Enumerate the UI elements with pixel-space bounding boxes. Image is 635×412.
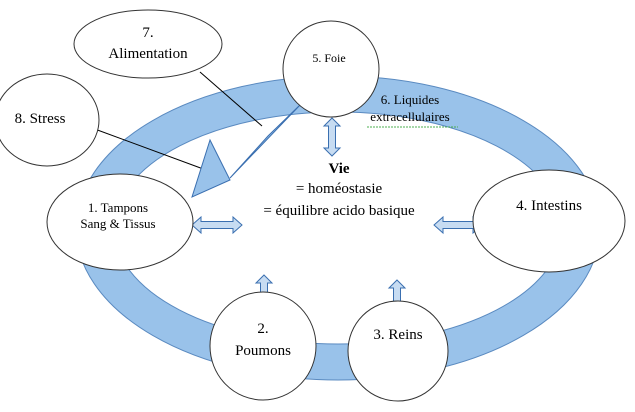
stress-connector <box>91 127 207 171</box>
poumons-node <box>209 291 317 401</box>
alimentation-inflow-triangle <box>229 102 303 179</box>
poumons-number: 2. <box>257 321 268 337</box>
center-line2: = équilibre acido basique <box>263 203 415 219</box>
liquides-line2: extracellulaires <box>370 109 449 124</box>
center-line1: = homéostasie <box>296 181 383 197</box>
foie-label: 5. Foie <box>312 51 345 65</box>
tampons-double-arrow <box>191 215 243 235</box>
alimentation-connector <box>199 71 263 127</box>
intestins-node <box>472 169 626 273</box>
stress-node <box>0 73 100 167</box>
intestins-label: 4. Intestins <box>516 198 582 214</box>
alimentation-number: 7. <box>142 25 153 41</box>
foie-double-arrow <box>322 117 342 157</box>
alimentation-node <box>73 9 223 79</box>
tampons-line2: Sang & Tissus <box>80 216 155 231</box>
foie-node <box>282 20 380 118</box>
alimentation-label: Alimentation <box>108 46 188 62</box>
stress-label: 8. Stress <box>15 111 66 127</box>
tampons-node <box>46 173 194 271</box>
center-title: Vie <box>328 161 349 177</box>
tampons-line1: 1. Tampons <box>88 200 148 215</box>
poumons-label: Poumons <box>235 343 291 359</box>
reins-node <box>347 300 449 402</box>
liquides-line1: 6. Liquides <box>381 92 440 107</box>
reins-label: 3. Reins <box>373 327 422 343</box>
stress-inflow-triangle <box>191 138 231 198</box>
